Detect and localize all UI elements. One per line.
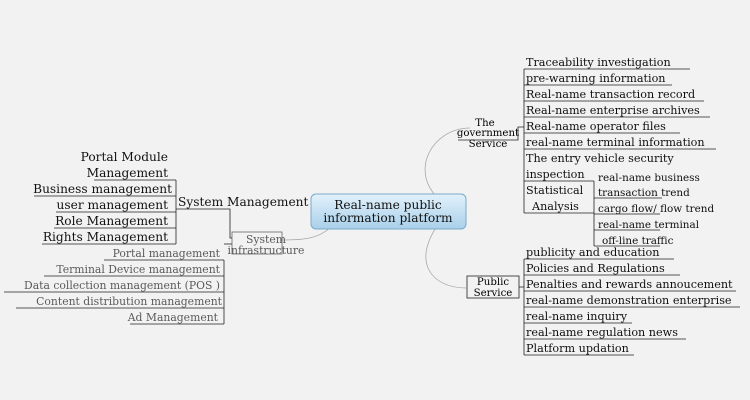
- government-item[interactable]: Real-name transaction record: [526, 88, 695, 101]
- system-management-item[interactable]: user management: [57, 198, 169, 212]
- public-item[interactable]: Policies and Regulations: [526, 262, 665, 275]
- government-item[interactable]: The entry vehicle security: [526, 152, 674, 165]
- system-management-item[interactable]: Business management: [33, 182, 172, 196]
- statistical-branch: real-name business transaction trend car…: [593, 172, 714, 247]
- central-line-1: Real-name public: [334, 198, 442, 212]
- central-node[interactable]: Real-name public information platform: [310, 193, 467, 230]
- government-node[interactable]: The government Service: [457, 118, 524, 150]
- infrastructure-branch: Portal management Terminal Device manage…: [4, 243, 232, 325]
- system-management-item[interactable]: Management: [87, 166, 168, 180]
- government-item[interactable]: Real-name enterprise archives: [526, 104, 700, 117]
- government-label-1: The: [475, 118, 494, 129]
- statistical-item[interactable]: real-name business: [598, 172, 700, 184]
- government-branch: Traceability investigation pre-warning i…: [523, 56, 716, 214]
- system-management-branch: Portal Module Management Business manage…: [33, 150, 177, 245]
- government-label-3: Service: [469, 139, 508, 150]
- public-item[interactable]: real-name demonstration enterprise: [526, 294, 732, 307]
- government-item[interactable]: Real-name operator files: [526, 120, 666, 133]
- infrastructure-node[interactable]: System infrastructure: [228, 231, 305, 257]
- infrastructure-item[interactable]: Ad Management: [127, 311, 219, 324]
- public-service-node[interactable]: Public Service: [466, 275, 524, 299]
- public-label-2: Service: [474, 288, 513, 299]
- public-item[interactable]: publicity and education: [526, 246, 659, 259]
- edge-to-public: [425, 221, 467, 289]
- statistical-label-1: Statistical: [526, 184, 584, 197]
- system-management-item[interactable]: Role Management: [55, 214, 168, 228]
- public-item[interactable]: real-name regulation news: [526, 326, 678, 339]
- statistical-item[interactable]: off-line traffic: [602, 235, 674, 247]
- system-management-node[interactable]: System Management: [176, 195, 309, 239]
- infrastructure-item[interactable]: Data collection management (POS ): [24, 279, 220, 292]
- public-item[interactable]: Platform updation: [526, 342, 629, 355]
- government-item[interactable]: Traceability investigation: [526, 56, 671, 69]
- public-label-1: Public: [477, 277, 509, 288]
- public-item[interactable]: real-name inquiry: [526, 310, 628, 323]
- public-branch: publicity and education Policies and Reg…: [523, 246, 740, 356]
- system-management-item[interactable]: Portal Module: [81, 150, 168, 164]
- infrastructure-item[interactable]: Portal management: [113, 247, 221, 260]
- system-management-label: System Management: [178, 195, 309, 209]
- statistical-label-2: Analysis: [531, 200, 579, 213]
- infrastructure-label-2: infrastructure: [228, 244, 305, 257]
- system-management-item[interactable]: Rights Management: [43, 230, 168, 244]
- infrastructure-label-1: System: [246, 233, 286, 246]
- government-item[interactable]: real-name terminal information: [526, 136, 705, 149]
- statistical-item[interactable]: cargo flow/ flow trend: [598, 203, 714, 215]
- government-label-2: government: [457, 128, 520, 139]
- infrastructure-item[interactable]: Terminal Device management: [56, 263, 220, 276]
- statistical-analysis-node[interactable]: Statistical Analysis: [526, 184, 584, 213]
- government-item[interactable]: pre-warning information: [526, 72, 666, 85]
- edge-to-government: [424, 127, 471, 201]
- statistical-item[interactable]: real-name terminal: [598, 219, 700, 231]
- public-item[interactable]: Penalties and rewards annoucement: [526, 278, 733, 291]
- government-item[interactable]: inspection: [526, 168, 585, 181]
- central-line-2: information platform: [323, 211, 453, 225]
- infrastructure-item[interactable]: Content distribution management: [36, 295, 223, 308]
- statistical-item[interactable]: transaction trend: [598, 187, 690, 199]
